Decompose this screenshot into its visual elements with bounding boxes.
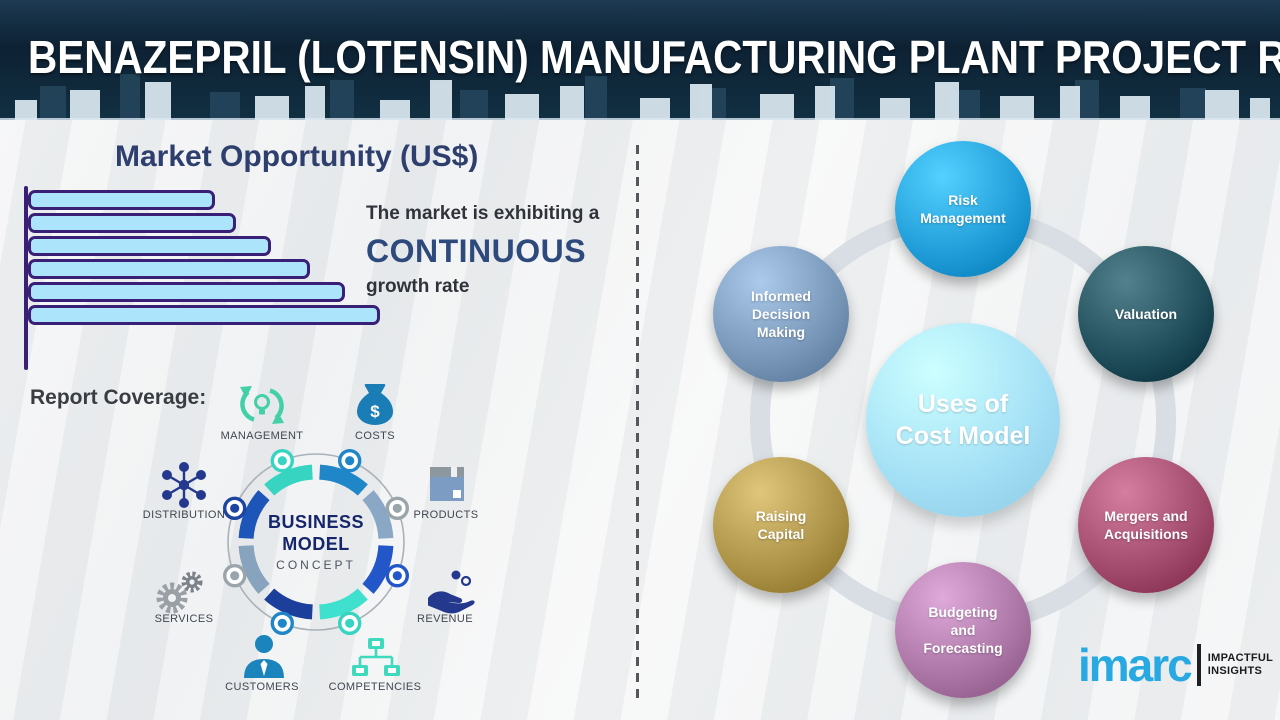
city-skyline-graphic [0, 74, 1280, 120]
callout-line-1: The market is exhibiting a [366, 203, 600, 224]
costs-label: COSTS [355, 430, 395, 442]
callout-line-2: growth rate [366, 276, 470, 297]
page-title: BENAZEPRIL (LOTENSIN) MANUFACTURING PLAN… [28, 31, 1280, 83]
logo-tagline-line1: IMPACTFUL [1207, 651, 1274, 664]
hand-coins-icon [428, 570, 475, 614]
market-callout: The market is exhibiting a CONTINUOUS gr… [366, 203, 636, 298]
bar-chart-axis [24, 186, 28, 370]
circle-informed-decision-making: Informed Decision Making [713, 246, 849, 382]
management-label: MANAGEMENT [220, 430, 304, 442]
market-opportunity-title: Market Opportunity (US$) [115, 140, 479, 173]
svg-text:$: $ [370, 402, 380, 421]
money-bag-icon: $ [357, 384, 393, 425]
ring-nodes [222, 448, 410, 636]
person-icon [244, 635, 284, 678]
distribution-label: DISTRIBUTION [142, 509, 226, 521]
services-label: SERVICES [154, 613, 214, 625]
circle-budgeting-forecasting: Budgeting and Forecasting [895, 562, 1031, 698]
market-bar [28, 213, 236, 233]
revenue-label: REVENUE [417, 613, 473, 625]
circle-raising-capital: Raising Capital [713, 457, 849, 593]
uses-center-circle: Uses of Cost Model [866, 323, 1060, 517]
market-bar [28, 259, 310, 279]
market-bars [28, 190, 380, 328]
business-model-ring-diagram [222, 448, 410, 636]
product-box-icon [430, 467, 464, 501]
business-model-line-2: MODEL [282, 533, 350, 554]
callout-highlight: CONTINUOUS [366, 233, 587, 269]
network-hub-icon [162, 462, 206, 508]
market-bar [28, 190, 215, 210]
business-model-line-3: CONCEPT [276, 558, 356, 573]
customers-label: CUSTOMERS [225, 681, 299, 693]
logo-tagline: IMPACTFUL INSIGHTS [1208, 652, 1273, 678]
market-bar [28, 282, 345, 302]
informed-decision-making-label: Informed Decision Making [751, 287, 811, 341]
imarc-wordmark: imarc [1078, 639, 1193, 691]
outer-ring-circle [227, 453, 405, 631]
header-banner: BENAZEPRIL (LOTENSIN) MANUFACTURING PLAN… [0, 0, 1280, 120]
ring-segments [238, 464, 394, 620]
circle-risk-management: Risk Management [895, 141, 1031, 277]
competencies-label: COMPETENCIES [328, 681, 422, 693]
logo-divider-bar [1196, 644, 1201, 686]
gears-icon [156, 571, 203, 614]
imarc-logo: imarc IMPACTFUL INSIGHTS [1078, 642, 1273, 688]
circle-mergers-acquisitions: Mergers and Acquisitions [1078, 457, 1214, 593]
report-coverage-heading: Report Coverage: [30, 386, 207, 409]
org-chart-icon [352, 638, 400, 676]
budgeting-forecasting-label: Budgeting and Forecasting [923, 603, 1003, 657]
logo-tagline-line2: INSIGHTS [1207, 665, 1263, 677]
market-bar [28, 305, 380, 325]
raising-capital-label: Raising Capital [755, 507, 807, 542]
management-cycle-icon [240, 386, 284, 424]
market-bar [28, 236, 271, 256]
valuation-label: Valuation [1114, 305, 1178, 322]
mergers-acquisitions-label: Mergers and Acquisitions [1103, 507, 1188, 542]
risk-management-label: Risk Management [920, 191, 1006, 226]
vertical-dashed-divider [636, 145, 639, 705]
circle-valuation: Valuation [1078, 246, 1214, 382]
uses-center-label: Uses of Cost Model [895, 389, 1031, 451]
business-model-center-text: BUSINESS MODEL CONCEPT [216, 442, 416, 642]
business-model-line-1: BUSINESS [267, 511, 365, 532]
products-label: PRODUCTS [413, 509, 479, 521]
